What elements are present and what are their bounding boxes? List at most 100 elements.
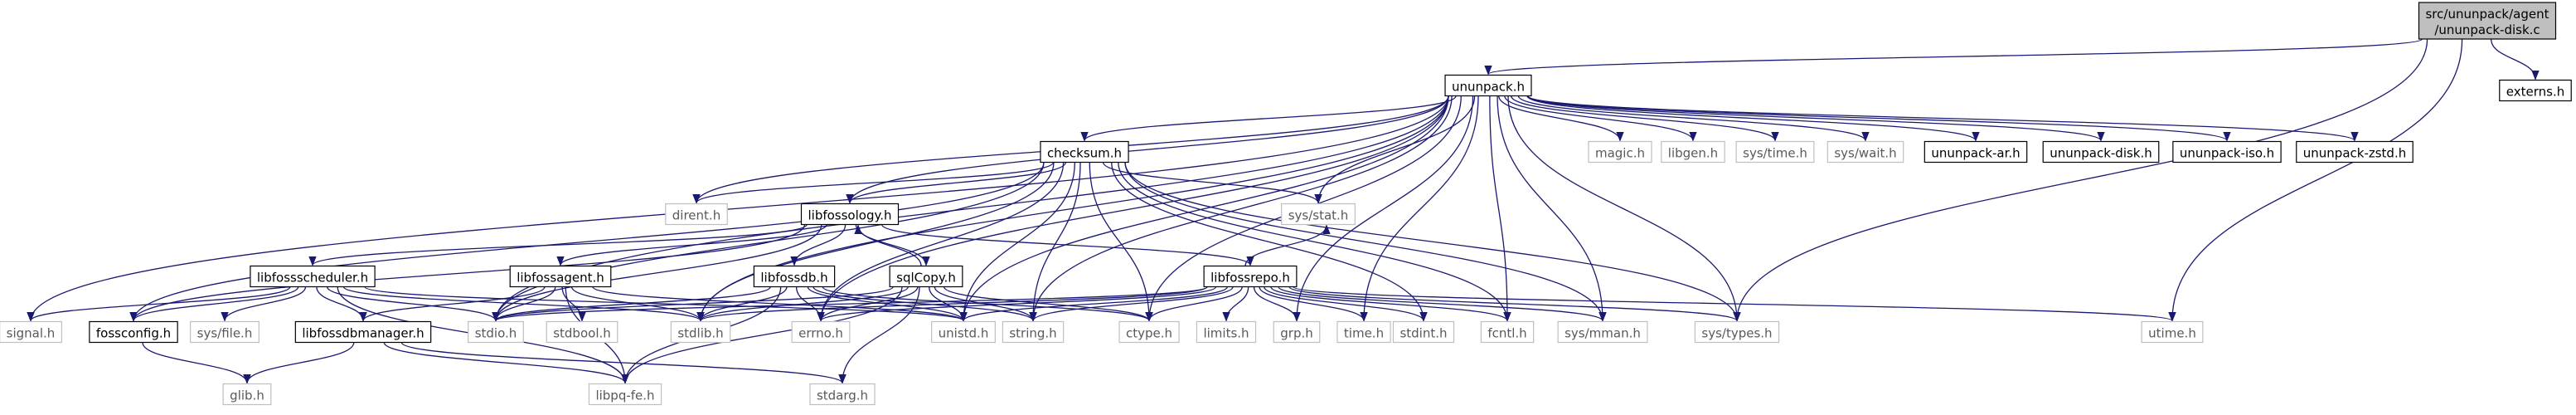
node-box: [294, 320, 432, 344]
edge: [846, 162, 1067, 204]
edge-libfossscheduler-h-to-stdio-h: [327, 286, 500, 322]
edge-ununpack-h-to-string-h: [1029, 95, 1453, 322]
node-unistd-h[interactable]: unistd.h: [931, 320, 996, 344]
node-string-h[interactable]: string.h: [1002, 320, 1065, 344]
node-libfossscheduler-h[interactable]: libfossscheduler.h: [250, 265, 376, 288]
node-ununpack-h[interactable]: ununpack.h: [1444, 74, 1532, 97]
edge-ununpack-h-to-sysmman-h: [1497, 95, 1607, 322]
node-libfossagent-h[interactable]: libfossagent.h: [509, 265, 612, 288]
node-errno-h[interactable]: errno.h: [791, 320, 851, 344]
node-box: [1196, 320, 1257, 344]
edge-ununpack-h-to-fcntl-h: [1489, 95, 1511, 322]
node-fossconfig-h[interactable]: fossconfig.h: [89, 320, 178, 344]
node-libpqfe-h[interactable]: libpq-fe.h: [588, 383, 662, 406]
node-ctype-h[interactable]: ctype.h: [1118, 320, 1180, 344]
node-box: [0, 320, 62, 344]
node-glib-h[interactable]: glib.h: [222, 383, 272, 406]
node-ununpack-iso-h[interactable]: ununpack-iso.h: [2172, 140, 2282, 164]
edge-checksum-h-to-fcntl-h: [1118, 162, 1511, 322]
edge-libfossrepo-h-to-sysmman-h: [1278, 286, 1607, 322]
edge-libfossrepo-h-to-utime-h: [1293, 286, 2176, 322]
edge: [1497, 95, 1607, 322]
node-root[interactable]: src/ununpack/agent/ununpack-disk.c: [2418, 2, 2557, 40]
edge: [934, 286, 1037, 322]
node-libfossdbmanager-h[interactable]: libfossdbmanager.h: [294, 320, 432, 344]
node-fcntl-h[interactable]: fcntl.h: [1480, 320, 1535, 344]
edge: [1314, 95, 1476, 204]
edge: [1118, 162, 1511, 322]
node-sysmman-h[interactable]: sys/mman.h: [1557, 320, 1648, 344]
node-libgen-h[interactable]: libgen.h: [1661, 140, 1725, 164]
node-label: stdint.h: [1400, 326, 1447, 341]
edge: [492, 286, 1208, 322]
node-label: grp.h: [1280, 326, 1313, 341]
node-label: sys/stat.h: [1288, 208, 1349, 223]
edge: [1029, 162, 1081, 322]
node-ununpack-ar-h[interactable]: ununpack-ar.h: [1924, 140, 2028, 164]
node-libfossdb-h[interactable]: libfossdb.h: [753, 265, 836, 288]
node-label: libfossagent.h: [517, 271, 604, 286]
node-ununpack-disk-h[interactable]: ununpack-disk.h: [2042, 140, 2160, 164]
node-stdint-h[interactable]: stdint.h: [1392, 320, 1455, 344]
edge-checksum-h-to-fossconfig-h: [129, 162, 1045, 322]
node-box: [665, 203, 728, 226]
node-checksum-h[interactable]: checksum.h: [1040, 140, 1129, 164]
node-grp-h[interactable]: grp.h: [1273, 320, 1321, 344]
edge-sqlcopy-h-to-stdio-h: [492, 286, 894, 322]
edge: [1253, 286, 1301, 322]
node-stdio-h[interactable]: stdio.h: [468, 320, 524, 344]
node-box: [1118, 320, 1180, 344]
edge: [817, 162, 1065, 322]
node-externs-h[interactable]: externs.h: [2499, 79, 2572, 102]
node-systypes-h[interactable]: sys/types.h: [1694, 320, 1780, 344]
node-box: [1392, 320, 1455, 344]
node-signal-h[interactable]: signal.h: [0, 320, 62, 344]
edge: [492, 286, 894, 322]
edge-ununpack-h-to-syswait-h: [1517, 95, 1870, 142]
edge-libfossscheduler-h-to-sysfile-h: [221, 286, 307, 322]
node-utime-h[interactable]: utime.h: [2141, 320, 2204, 344]
node-magic-h[interactable]: magic.h: [1588, 140, 1652, 164]
node-stdlib-h[interactable]: stdlib.h: [670, 320, 731, 344]
edge-root-to-systypes-h: [1733, 38, 2428, 322]
node-limits-h[interactable]: limits.h: [1196, 320, 1257, 344]
edge: [1526, 95, 1980, 142]
edge-libfossrepo-h-to-string-h: [1029, 286, 1234, 322]
header-nodes: src/ununpack/agent/ununpack-disk.c ununpa…: [0, 2, 2572, 406]
edge: [1360, 95, 1479, 322]
edge-sqlcopy-h-to-stdlib-h: [696, 286, 909, 322]
edge-libfossdb-h-to-string-h: [813, 286, 1037, 322]
node-label: libfossdbmanager.h: [302, 326, 424, 341]
node-box: [468, 320, 524, 344]
node-sysstat-h[interactable]: sys/stat.h: [1281, 203, 1356, 226]
edge-ununpack-h-to-checksum-h: [1080, 95, 1457, 142]
edge: [492, 286, 771, 322]
node-sqlcopy-h[interactable]: sqlCopy.h: [889, 265, 963, 288]
edge: [364, 286, 968, 322]
node-label: ctype.h: [1126, 326, 1172, 341]
node-box: [1273, 320, 1321, 344]
node-sysfile-h[interactable]: sys/file.h: [190, 320, 260, 344]
node-libfossology-h[interactable]: libfossology.h: [800, 203, 900, 226]
node-time-h[interactable]: time.h: [1337, 320, 1391, 344]
node-dirent-h[interactable]: dirent.h: [665, 203, 728, 226]
node-label: libgen.h: [1668, 146, 1718, 161]
node-box: [800, 203, 900, 226]
node-syswait-h[interactable]: sys/wait.h: [1826, 140, 1904, 164]
edge: [621, 286, 903, 384]
edge-ununpack-h-to-systime-h: [1511, 95, 1779, 142]
node-ununpack-zstd-h[interactable]: ununpack-zstd.h: [2296, 140, 2413, 164]
node-label: fossconfig.h: [96, 326, 171, 341]
node-box: [931, 320, 996, 344]
node-libfossrepo-h[interactable]: libfossrepo.h: [1203, 265, 1298, 288]
edge: [696, 286, 909, 322]
node-stdbool-h[interactable]: stdbool.h: [546, 320, 619, 344]
node-systime-h[interactable]: sys/time.h: [1735, 140, 1815, 164]
edge: [854, 224, 922, 266]
edge: [1278, 286, 1607, 322]
node-stdarg-h[interactable]: stdarg.h: [809, 383, 876, 406]
edge: [129, 286, 299, 322]
edge: [1222, 286, 1249, 322]
node-label: stdbool.h: [553, 326, 611, 341]
